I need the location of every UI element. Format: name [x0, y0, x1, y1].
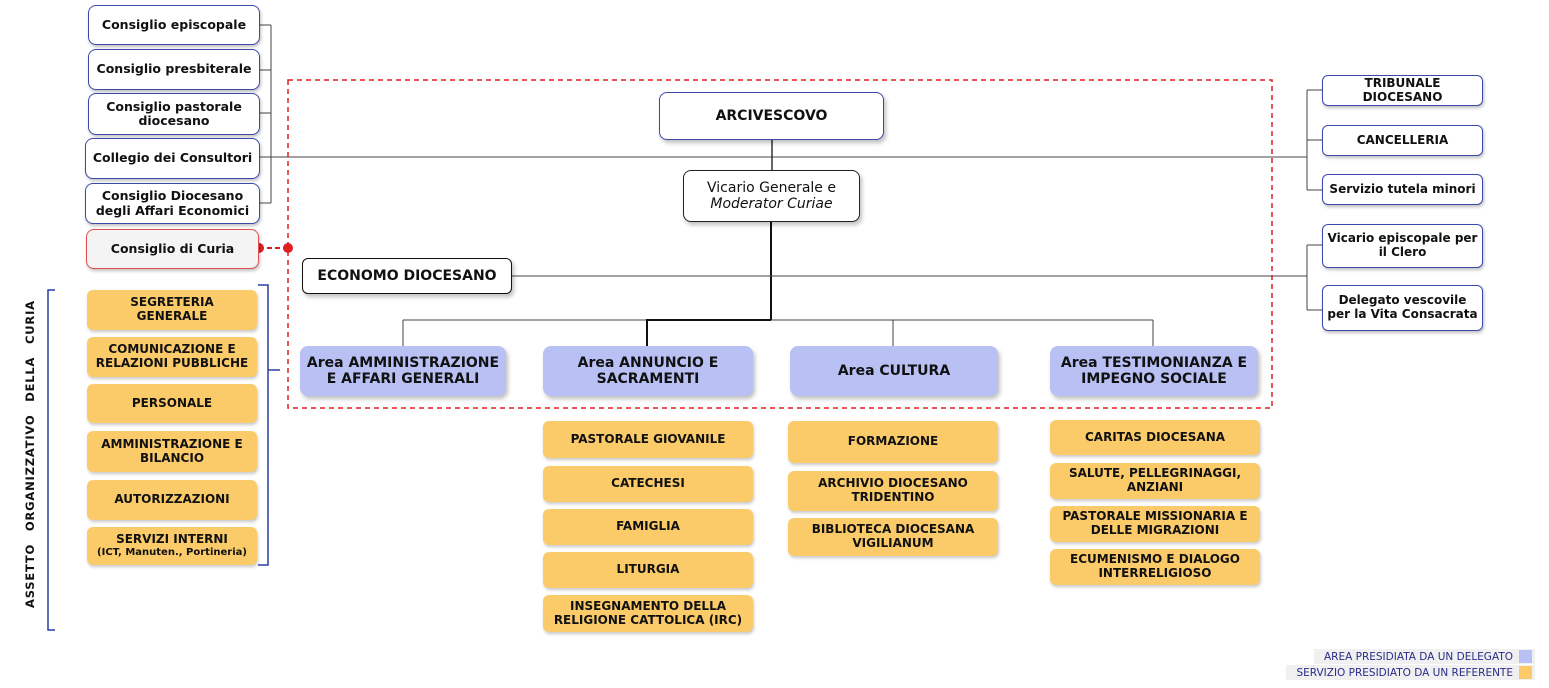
- svc-servizi-interni: SERVIZI INTERNI (ICT, Manuten., Portiner…: [87, 527, 257, 565]
- legend-delegate-swatch: [1519, 650, 1532, 663]
- svc-archivio: ARCHIVIO DIOCESANO TRIDENTINO: [788, 471, 998, 511]
- office-cancelleria: CANCELLERIA: [1322, 125, 1483, 156]
- svc-biblioteca: BIBLIOTECA DIOCESANA VIGILIANUM: [788, 518, 998, 556]
- council-affari-economici: Consiglio Diocesano degli Affari Economi…: [85, 183, 260, 224]
- area-annuncio: Area ANNUNCIO E SACRAMENTI: [543, 346, 753, 396]
- economo-box: ECONOMO DIOCESANO: [302, 258, 512, 294]
- svc-amministrazione-bilancio: AMMINISTRAZIONE E BILANCIO: [87, 431, 257, 472]
- svc-liturgia: LITURGIA: [543, 552, 753, 588]
- vicar-general-box: Vicario Generale e Moderator Curiae: [683, 170, 860, 222]
- svc-irc: INSEGNAMENTO DELLA RELIGIONE CATTOLICA (…: [543, 595, 753, 632]
- svc-comunicazione: COMUNICAZIONE E RELAZIONI PUBBLICHE: [87, 337, 257, 377]
- council-pastorale-diocesano: Consiglio pastorale diocesano: [88, 93, 260, 135]
- svc-segreteria-generale: SEGRETERIA GENERALE: [87, 290, 257, 330]
- office-tutela-minori: Servizio tutela minori: [1322, 174, 1483, 205]
- assetto-label: ASSETTO ORGANIZZATIVO DELLA CURIA: [23, 300, 37, 608]
- svc-salute: SALUTE, PELLEGRINAGGI, ANZIANI: [1050, 463, 1260, 499]
- vicar-line2: Moderator Curiae: [710, 196, 833, 212]
- area-testimonianza: Area TESTIMONIANZA E IMPEGNO SOCIALE: [1050, 346, 1258, 396]
- archbishop-box: ARCIVESCOVO: [659, 92, 884, 140]
- area-cultura: Area CULTURA: [790, 346, 998, 396]
- svc-formazione: FORMAZIONE: [788, 421, 998, 463]
- svc-ecumenismo: ECUMENISMO E DIALOGO INTERRELIGIOSO: [1050, 549, 1260, 585]
- legend-referent-text: SERVIZIO PRESIDIATO DA UN REFERENTE: [1296, 666, 1513, 679]
- svc-pastorale-giovanile: PASTORALE GIOVANILE: [543, 421, 753, 458]
- legend-referent-swatch: [1519, 666, 1532, 679]
- council-presbiterale: Consiglio presbiterale: [88, 49, 260, 90]
- vicar-line1: Vicario Generale e: [707, 179, 836, 196]
- svc-famiglia: FAMIGLIA: [543, 509, 753, 545]
- council-curia: Consiglio di Curia: [86, 229, 259, 269]
- svc-autorizzazioni: AUTORIZZAZIONI: [87, 480, 257, 520]
- area-amministrazione: Area AMMINISTRAZIONE E AFFARI GENERALI: [300, 346, 506, 396]
- legend-delegate: AREA PRESIDIATA DA UN DELEGATO: [1313, 649, 1535, 664]
- office-vicario-clero: Vicario episcopale per il Clero: [1322, 224, 1483, 268]
- svc-servizi-interni-label: SERVIZI INTERNI: [116, 532, 228, 547]
- svc-personale: PERSONALE: [87, 384, 257, 423]
- legend-referent: SERVIZIO PRESIDIATO DA UN REFERENTE: [1286, 665, 1535, 680]
- council-consultori: Collegio dei Consultori: [85, 138, 260, 179]
- council-episcopale: Consiglio episcopale: [88, 5, 260, 45]
- svc-missionaria: PASTORALE MISSIONARIA E DELLE MIGRAZIONI: [1050, 506, 1260, 542]
- svc-caritas: CARITAS DIOCESANA: [1050, 420, 1260, 455]
- svc-catechesi: CATECHESI: [543, 466, 753, 502]
- office-vita-consacrata: Delegato vescovile per la Vita Consacrat…: [1322, 285, 1483, 331]
- svc-servizi-interni-note: (ICT, Manuten., Portineria): [97, 547, 247, 559]
- office-tribunale: TRIBUNALE DIOCESANO: [1322, 75, 1483, 106]
- legend-delegate-text: AREA PRESIDIATA DA UN DELEGATO: [1323, 650, 1513, 663]
